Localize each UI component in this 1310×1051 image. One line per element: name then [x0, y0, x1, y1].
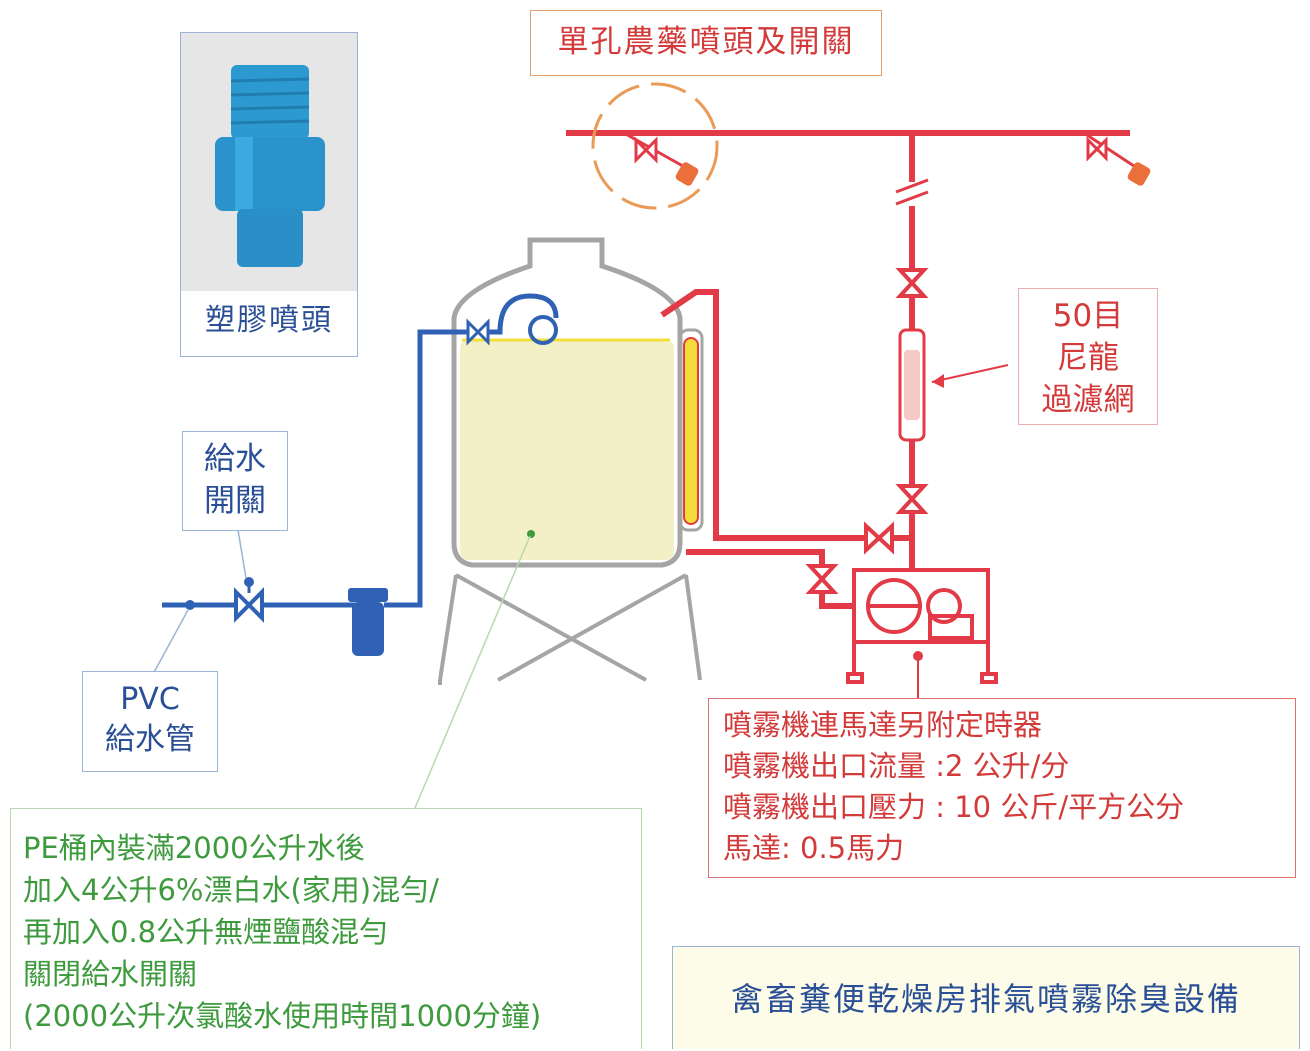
pvc-pipe-label-line: 給水管 [105, 722, 195, 757]
tank-note-line: 加入4公升6%漂白水(家用)混勻/ [23, 873, 439, 907]
tank-note-dot [527, 530, 535, 538]
sprayer-spec-line: 噴霧機連馬達另附定時器 [723, 708, 1043, 742]
nylon-filter-icon [898, 328, 926, 442]
float-valve-icon [466, 318, 490, 346]
tank-note-line: PE桶內裝滿2000公升水後 [23, 831, 365, 865]
pe-tank [451, 237, 683, 568]
sprayer-spec-line: 噴霧機出口流量 :2 公升/分 [723, 749, 1070, 783]
pvc-pipe-label-line: PVC [120, 682, 180, 717]
nozzle-switch-label: 單孔農藥噴頭及開關 [530, 10, 882, 76]
tank-note-line: 關閉給水開關 [23, 957, 198, 991]
nozzle-valve-icon [623, 131, 1141, 172]
filter-pointer [931, 364, 1009, 383]
supply-valve-icon [234, 577, 264, 623]
tank-note-pointer [414, 535, 531, 809]
supply-valve-label: 給水 開關 [182, 431, 288, 531]
filter-label: 50目 尼龍 過濾網 [1018, 288, 1158, 425]
sight-glass [683, 337, 699, 525]
tank-stand [438, 573, 702, 685]
filter-pointer-arrow [932, 374, 944, 388]
pipe-break-icon [895, 178, 929, 206]
sprayer-spec-line: 馬達: 0.5馬力 [723, 831, 905, 865]
valve-pointer [237, 529, 247, 579]
inline-filter-icon [348, 588, 388, 656]
float-ball [528, 315, 558, 345]
plastic-nozzle-picture [181, 33, 357, 291]
photo-caption: 塑膠噴頭 [205, 303, 333, 338]
nozzle-photo-card: 塑膠噴頭 [180, 32, 358, 357]
sprayer-spec-label: 噴霧機連馬達另附定時器 噴霧機出口流量 :2 公升/分 噴霧機出口壓力 : 10… [708, 698, 1296, 878]
supply-valve-label-line: 開關 [204, 483, 266, 519]
tank-note: PE桶內裝滿2000公升水後 加入4公升6%漂白水(家用)混勻/ 再加入0.8公… [10, 808, 642, 1049]
nozzle-head-icon [675, 162, 1151, 186]
filter-label-line: 過濾網 [1041, 382, 1135, 418]
nozzle-photo [181, 33, 357, 291]
filter-label-line: 尼龍 [1057, 340, 1119, 376]
filter-label-line: 50目 [1052, 298, 1124, 334]
red-valve-icon [805, 268, 929, 594]
tank-note-line: 再加入0.8公升無煙鹽酸混勻 [23, 915, 389, 949]
sprayer-spec-line: 噴霧機出口壓力 : 10 公斤/平方公分 [723, 790, 1185, 824]
pvc-pointer [151, 609, 189, 677]
tank-note-line: (2000公升次氯酸水使用時間1000分鐘) [23, 999, 542, 1033]
sight-glass-outline [678, 328, 704, 532]
supply-valve-label-line: 給水 [204, 441, 266, 477]
pvc-pipe-label: PVC 給水管 [82, 671, 218, 772]
pump-joint-dot [913, 651, 923, 661]
pump-motor-icon [846, 568, 998, 684]
diagram-title: 禽畜糞便乾燥房排氣噴霧除臭設備 [672, 946, 1300, 1049]
pipe-joint-dot [185, 600, 195, 610]
nozzle-highlight-circle [591, 82, 719, 210]
tank-water [460, 340, 674, 560]
